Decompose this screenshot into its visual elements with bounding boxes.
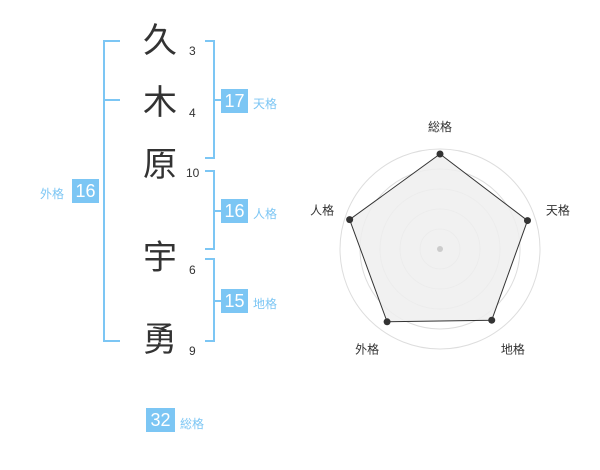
gaikaku-value: 16 [72,179,99,203]
stroke-count-3: 10 [186,166,200,180]
jinkaku-value: 16 [221,199,248,223]
radar-points [346,150,531,326]
name-char-3: 原 [143,145,177,185]
radar-axis-label-2: 天格 [546,203,570,218]
stroke-count-1: 3 [189,44,196,58]
name-char-1: 久 [143,21,177,61]
radar-point-3 [488,316,496,324]
radar-point-5 [346,216,354,224]
gaikaku-label: 外格 [40,187,65,201]
name-char-2: 木 [143,83,177,123]
radar-axis-label-3: 地格 [501,341,525,356]
jinkaku-label: 人格 [253,207,278,221]
tenkaku-value: 17 [221,89,248,113]
soukaku-label: 総格 [180,417,205,431]
radar-point-1 [436,150,444,158]
soukaku-value: 32 [146,408,175,432]
radar-ring [339,148,541,350]
chikaku-value: 15 [221,289,248,313]
radar-point-2 [523,217,531,225]
radar-area [349,153,529,323]
radar-point-4 [383,318,391,326]
radar-center-dot [437,246,443,252]
chikaku-label: 地格 [253,297,278,311]
stroke-count-5: 9 [189,344,196,358]
name-char-4: 宇 [143,238,177,278]
tenkaku-label: 天格 [253,97,278,111]
radar-axis-label-1: 総格 [428,119,452,134]
name-char-5: 勇 [143,320,177,360]
stroke-count-2: 4 [189,106,196,120]
radar-axis-label-4: 外格 [355,341,379,356]
stroke-count-4: 6 [189,263,196,277]
radar-axis-label-5: 人格 [310,203,334,218]
